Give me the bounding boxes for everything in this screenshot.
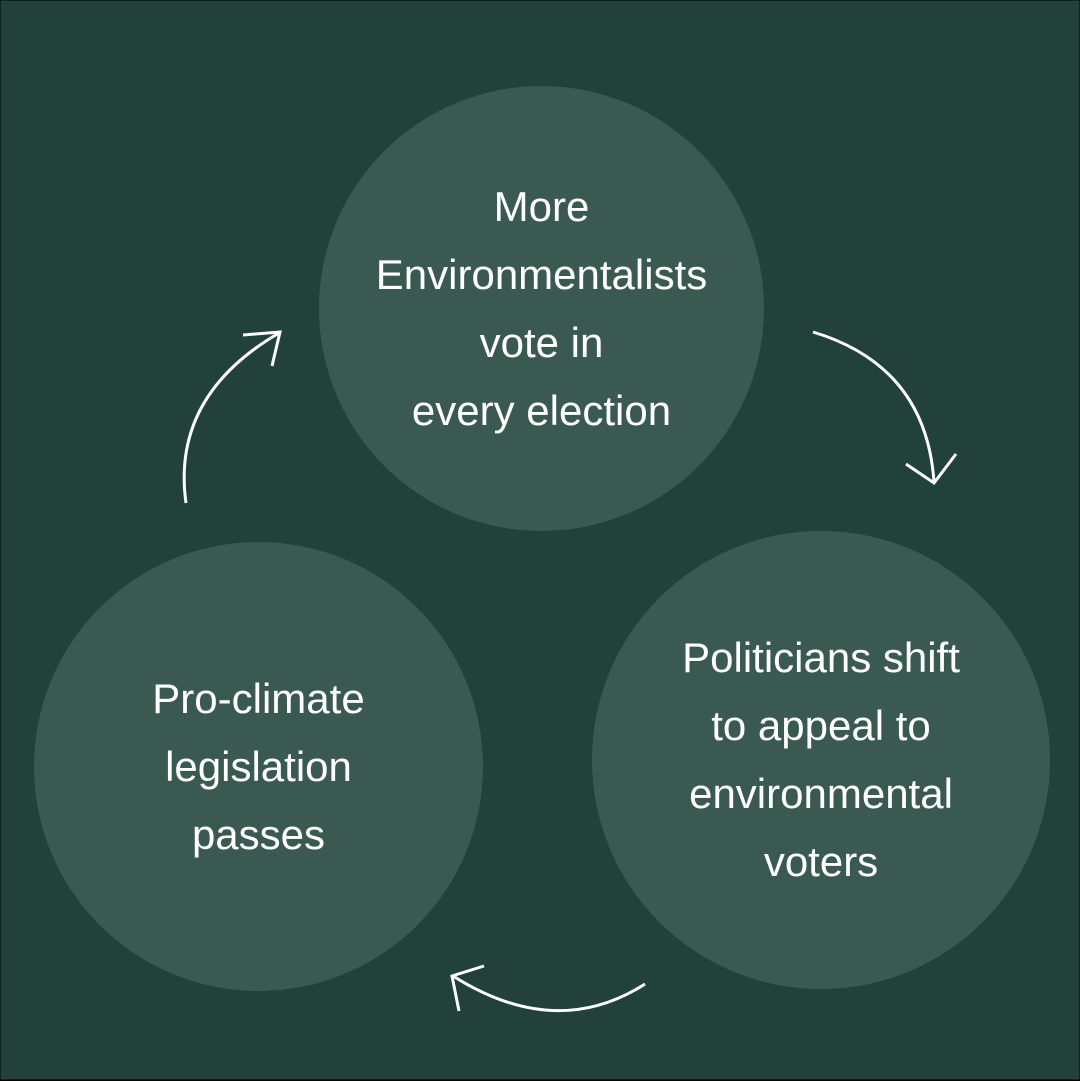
curved-arrow-left-icon (450, 964, 646, 1013)
node-more-environmentalists-vote: More Environmentalists vote in every ele… (319, 86, 764, 531)
node-label: More Environmentalists vote in every ele… (375, 182, 708, 434)
curved-arrow-down-icon (812, 330, 958, 486)
node-label: Pro-climate legislation passes (152, 674, 365, 858)
curved-arrow-up-icon (182, 330, 282, 504)
node-pro-climate-legislation: Pro-climate legislation passes (34, 542, 483, 991)
node-label: Politicians shift to appeal to environme… (682, 634, 960, 885)
node-politicians-shift: Politicians shift to appeal to environme… (592, 531, 1050, 989)
